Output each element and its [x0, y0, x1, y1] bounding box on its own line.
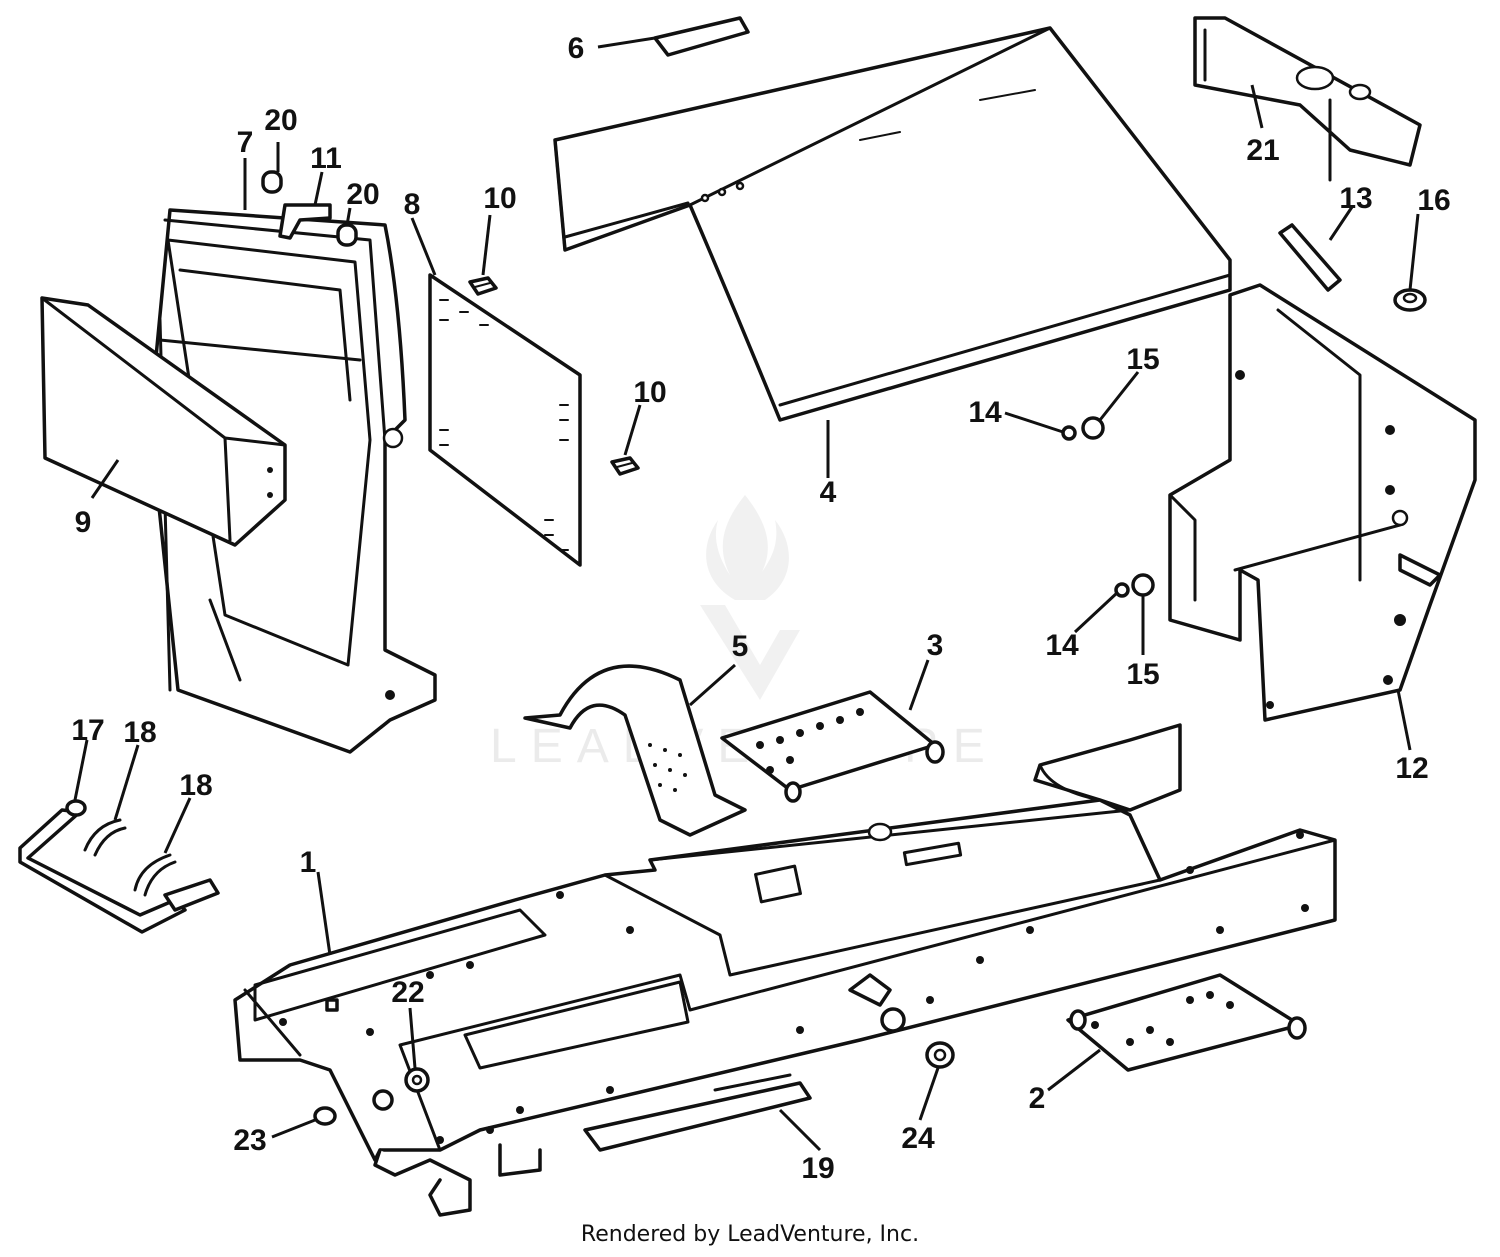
- callout-15-lower: 15: [1126, 658, 1159, 691]
- callout-labels: 1 2 3 4 5 6 7 8 9 10 10 11 12 13 14 14 1…: [71, 32, 1450, 1185]
- callout-24: 24: [901, 1122, 935, 1155]
- part-push-fastener-lower: [610, 456, 640, 476]
- part-pivot-pin: [1278, 223, 1342, 292]
- callout-6: 6: [568, 32, 585, 65]
- part-bushing-24: [925, 1041, 955, 1069]
- callout-21: 21: [1246, 134, 1279, 167]
- callout-12: 12: [1395, 752, 1428, 785]
- callout-19: 19: [801, 1152, 834, 1185]
- callout-14-lower: 14: [1045, 629, 1079, 662]
- callout-5: 5: [732, 630, 749, 663]
- footer-credit: Rendered by LeadVenture, Inc.: [580, 1222, 920, 1247]
- callout-15-upper: 15: [1126, 343, 1159, 376]
- part-grommet: [1393, 288, 1427, 312]
- part-clamp-right: [133, 853, 220, 912]
- part-bumper-right: [336, 223, 358, 247]
- callout-18-left: 18: [123, 716, 156, 749]
- callout-1: 1: [300, 846, 317, 879]
- part-step-plate-lower: [1066, 973, 1307, 1072]
- part-hood: [553, 26, 1232, 422]
- leader-lines: [73, 36, 1420, 1152]
- part-screen: [428, 273, 582, 567]
- part-dash-console: [1168, 283, 1477, 722]
- part-spacer-upper: [1061, 425, 1077, 441]
- part-main-frame: [233, 723, 1337, 1217]
- callout-10-lower: 10: [633, 376, 666, 409]
- callout-7: 7: [237, 126, 254, 159]
- part-fender-channel: [523, 664, 747, 837]
- callout-11: 11: [310, 142, 342, 175]
- part-dash-top: [1193, 16, 1422, 182]
- callout-20-left: 20: [264, 104, 297, 137]
- part-skid-plate: [583, 1073, 812, 1152]
- callout-23: 23: [233, 1124, 266, 1157]
- callout-20-right: 20: [346, 178, 379, 211]
- callout-2: 2: [1029, 1082, 1046, 1115]
- part-push-fastener-upper: [468, 276, 498, 296]
- callout-22: 22: [391, 976, 424, 1009]
- part-step-plate-upper: [720, 690, 945, 803]
- callout-4: 4: [820, 476, 837, 509]
- part-bushing-lower: [1131, 573, 1155, 597]
- part-emblem: [653, 16, 750, 57]
- callout-3: 3: [927, 629, 944, 662]
- part-support-bar: [18, 799, 187, 934]
- part-bracket: [278, 203, 332, 240]
- part-bushing-23: [313, 1106, 337, 1126]
- callout-18-right: 18: [179, 769, 212, 802]
- callout-9: 9: [75, 506, 92, 539]
- part-clamp-left: [83, 818, 127, 857]
- part-bushing-upper: [1081, 416, 1105, 440]
- callout-14-upper: 14: [968, 396, 1002, 429]
- callout-17: 17: [71, 714, 104, 747]
- callout-8: 8: [404, 188, 421, 221]
- callout-10-upper: 10: [483, 182, 516, 215]
- callout-16: 16: [1417, 184, 1450, 217]
- callout-13: 13: [1339, 182, 1372, 215]
- part-bumper-left: [261, 170, 283, 194]
- part-bushing-22: [404, 1067, 430, 1093]
- part-spacer-lower: [1114, 582, 1130, 598]
